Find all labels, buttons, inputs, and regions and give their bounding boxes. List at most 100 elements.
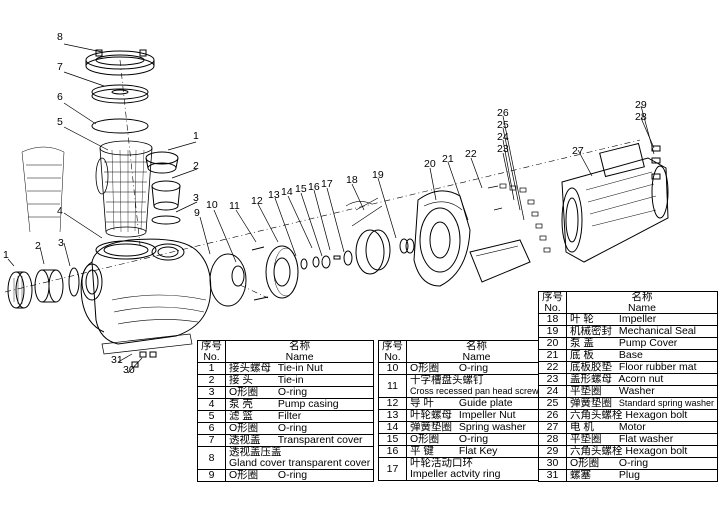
callout-1-top: 1	[193, 130, 199, 142]
row-name-en: Pump Cover	[618, 337, 678, 349]
callout-19: 19	[372, 169, 384, 181]
callout-17: 17	[321, 178, 333, 190]
impeller-part	[345, 197, 391, 275]
callout-20: 20	[424, 158, 436, 170]
row-name-en: Impeller actvity ring	[410, 468, 501, 480]
row-name-en: O-ring	[277, 386, 308, 398]
callout-3-top: 3	[193, 192, 199, 204]
row-name-cn: 电 机	[570, 421, 594, 433]
basket-mesh-detail	[21, 146, 65, 233]
row-name-en: Tie-in Nut	[277, 362, 323, 374]
row-name-cn: 弹簧垫圈	[570, 397, 612, 409]
callout-21: 21	[442, 153, 454, 165]
callout-5: 5	[57, 116, 63, 128]
row-no: 16	[378, 445, 407, 458]
assembly-axis-lines	[4, 59, 641, 299]
row-no: 3	[197, 386, 226, 399]
no-header-cn: 序号	[382, 340, 403, 352]
callout-22: 22	[465, 148, 477, 160]
row-name-en: Washer	[618, 385, 655, 397]
row-name-en: Plug	[618, 469, 640, 481]
row-name-cn: O形圈	[229, 422, 259, 434]
row-name-en: Tie-in	[277, 374, 304, 386]
row-name-en: Impeller Nut	[458, 409, 516, 421]
drain-plugs-part	[131, 351, 157, 368]
row-name-en: O-ring	[458, 362, 489, 374]
row-name-en: Transparent cover	[277, 434, 363, 446]
row-no: 19	[538, 325, 567, 338]
row-no: 10	[378, 362, 407, 375]
row-name-en: Filter	[277, 410, 302, 422]
inlet-o-ring-part	[68, 267, 80, 297]
row-no: 14	[378, 421, 407, 434]
name-header-cn: 名称	[466, 340, 488, 352]
callout-16: 16	[308, 181, 320, 193]
transparent-cover-part	[91, 84, 149, 104]
callout-2-left: 2	[35, 240, 41, 252]
no-header-en: No.	[203, 350, 220, 363]
row-name-en: O-ring	[277, 422, 308, 434]
callout-24: 24	[497, 131, 509, 143]
pump-cover-part	[413, 190, 471, 287]
row-no: 5	[197, 410, 226, 423]
callout-14: 14	[281, 186, 293, 198]
inlet-tie-in-nut-part	[7, 271, 33, 309]
row-name-en: Gland cover transparent cover	[229, 457, 371, 469]
row-name-en: O-ring	[618, 457, 649, 469]
name-header-cn: 名称	[631, 291, 653, 303]
motor-bolts-part	[651, 145, 661, 180]
row-name-cn: 六角头螺栓	[570, 445, 623, 457]
row-name-cn: 叶 轮	[570, 313, 594, 325]
name-header-cn: 名称	[289, 340, 311, 352]
callout-10: 10	[206, 199, 218, 211]
row-no: 8	[197, 446, 226, 470]
callout-29: 29	[635, 99, 647, 111]
callout-23: 23	[497, 143, 509, 155]
callout-26: 26	[497, 107, 509, 119]
row-name-en: Base	[618, 349, 643, 361]
gland-cover-part	[85, 49, 155, 76]
row-name-en: Mechanical Seal	[618, 325, 696, 337]
row-name-en: Standard spring washer	[618, 398, 714, 408]
callout-12: 12	[251, 195, 263, 207]
row-name-cn: 机械密封	[570, 325, 612, 337]
name-header-en: Name	[285, 350, 314, 363]
row-name-cn: O形圈	[410, 362, 440, 374]
row-name-cn: 接头螺母	[229, 362, 271, 374]
o-ring-6-part	[91, 118, 149, 134]
filter-basket-part	[95, 140, 153, 238]
callout-8: 8	[57, 31, 63, 43]
row-name-cn: 平垫圈	[570, 385, 602, 397]
row-no: 30	[538, 457, 567, 470]
callout-30: 30	[123, 364, 135, 376]
row-no: 27	[538, 421, 567, 434]
row-no: 11	[378, 374, 407, 398]
callout-7: 7	[57, 61, 63, 73]
no-header-en: No.	[544, 301, 561, 314]
row-name-en: Cross recessed pan head screws	[410, 386, 544, 396]
flat-key-part	[333, 255, 341, 260]
row-no: 18	[538, 313, 567, 326]
no-header-cn: 序号	[201, 340, 222, 352]
row-no: 4	[197, 398, 226, 411]
